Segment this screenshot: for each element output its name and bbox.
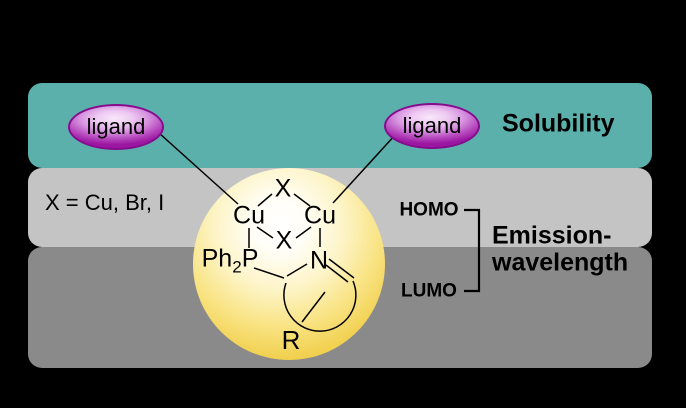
ligand-ellipse-right: ligand: [384, 103, 480, 149]
copper-right-label: Cu: [304, 201, 336, 230]
ligand-right-label: ligand: [402, 113, 462, 138]
x-definition-label: X = Cu, Br, I: [45, 190, 165, 215]
substituent-label: R: [281, 325, 301, 355]
emission-label-line1: Emission-: [492, 221, 612, 250]
halide-bottom-label: X: [275, 226, 293, 255]
phosphine-prefix: Ph: [201, 244, 233, 273]
phosphine-label: Ph2P: [201, 244, 259, 277]
homo-label: HOMO: [399, 199, 459, 221]
phosphine-suffix: P: [241, 244, 259, 273]
nitrogen-label: N: [309, 246, 329, 275]
solubility-label: Solubility: [502, 109, 615, 138]
phosphine-subscript: 2: [232, 257, 242, 277]
halide-top-label: X: [274, 174, 292, 203]
ligand-ellipse-left: ligand: [68, 104, 164, 150]
copper-left-label: Cu: [233, 201, 265, 230]
lumo-label: LUMO: [401, 280, 457, 302]
ligand-left-label: ligand: [86, 114, 146, 139]
emission-label-line2: wavelength: [492, 248, 629, 277]
